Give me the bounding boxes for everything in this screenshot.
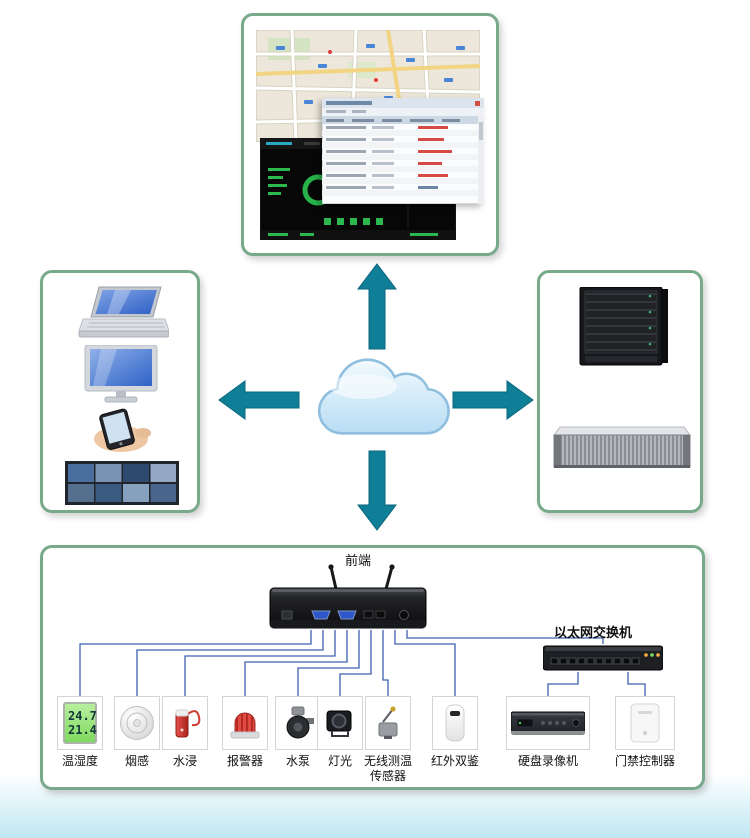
sensor-label: 烟感	[124, 754, 149, 768]
wireless-temp-sensor-image	[365, 696, 411, 750]
arrow-left-icon	[218, 380, 300, 420]
lcd-temperature-value: 24.7	[68, 709, 97, 723]
wire-to-alarm	[244, 630, 348, 696]
alarm-siren-image	[222, 696, 268, 750]
sensor-label: 无线测温传感器	[363, 754, 412, 783]
infrared-detector-image	[432, 696, 478, 750]
dvr-image	[506, 696, 590, 750]
connection-wires-layer	[79, 630, 646, 696]
arrow-up-icon	[356, 263, 398, 350]
wire-to-pump	[297, 630, 360, 696]
sensor-water-leak: 水浸	[150, 696, 220, 769]
storage-server-image	[553, 426, 691, 468]
desktop-monitor-image	[84, 345, 158, 403]
sensor-label: 红外双鉴	[430, 754, 479, 768]
video-wall-image	[65, 461, 179, 505]
front-end-gateway-image	[269, 564, 427, 629]
arrow-right-icon	[452, 380, 534, 420]
smartphone-image	[94, 408, 151, 452]
sensor-label: 水浸	[172, 754, 197, 768]
sensor-infrared: 红外双鉴	[420, 696, 490, 769]
peripheral-access-controller: 门禁控制器	[600, 696, 690, 769]
client-devices-panel	[40, 270, 200, 513]
sensor-alarm: 报警器	[210, 696, 280, 769]
cloud-icon	[317, 358, 450, 435]
wire-to-wireless-temp	[382, 630, 389, 696]
ethernet-switch-image	[543, 645, 663, 671]
peripheral-dvr: 硬盘录像机	[503, 696, 593, 769]
access-controller-image	[615, 696, 675, 750]
wire-to-access-controller	[627, 672, 646, 696]
monitoring-software-panel	[241, 13, 499, 256]
water-leak-sensor-image	[162, 696, 208, 750]
sensor-smoke: 烟感	[102, 696, 172, 769]
peripheral-label: 硬盘录像机	[517, 754, 578, 768]
front-end-panel: 前端 以太网交换机	[40, 545, 705, 790]
lcd-humidity-value: 21.4	[68, 723, 97, 737]
wire-to-switch	[406, 630, 604, 644]
arrow-down-icon	[356, 450, 398, 531]
wire-to-water-leak	[184, 630, 336, 696]
wire-to-light	[339, 630, 372, 696]
sensor-label: 水泵	[285, 754, 310, 768]
peripheral-label: 门禁控制器	[614, 754, 675, 768]
front-end-label: 前端	[344, 553, 371, 568]
server-panel	[537, 270, 703, 513]
smoke-detector-image	[114, 696, 160, 750]
wire-to-smoke	[136, 630, 324, 696]
thermo-hygrometer-image: 24.7 21.4	[57, 696, 103, 750]
sensor-label: 报警器	[226, 754, 263, 768]
device-table-screenshot	[322, 98, 484, 204]
sensor-label: 灯光	[327, 754, 352, 768]
sensor-light: 灯光	[305, 696, 375, 769]
blade-server-image	[579, 287, 668, 366]
lcd-display: 24.7 21.4	[63, 702, 97, 744]
light-image	[317, 696, 363, 750]
wire-to-dvr	[547, 672, 579, 696]
sensor-wireless-temp: 无线测温传感器	[358, 696, 418, 784]
sensor-thermo-hygrometer: 24.7 21.4 温湿度	[45, 696, 115, 769]
wire-to-thermo	[79, 630, 312, 696]
sensor-label: 温湿度	[61, 754, 98, 768]
laptop-image	[78, 286, 169, 338]
wire-to-infrared	[394, 630, 456, 696]
ethernet-switch-label: 以太网交换机	[553, 625, 632, 640]
